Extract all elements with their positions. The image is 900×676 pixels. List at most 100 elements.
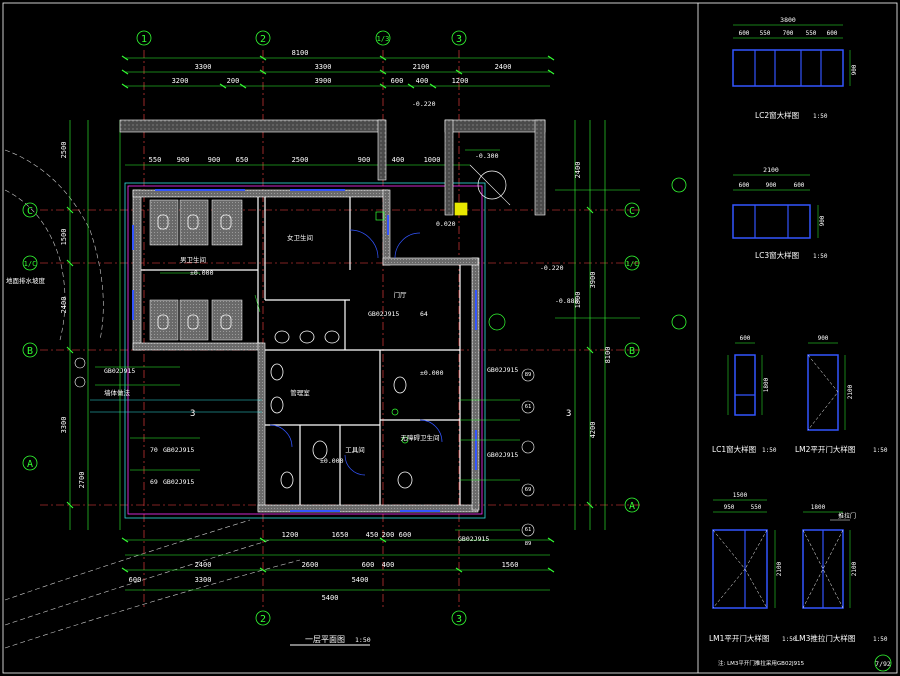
ref-bubble-3: 69 (525, 487, 532, 493)
axis-bubbles-top (22, 30, 892, 672)
dim-bot-r2-0: 2400 (195, 561, 212, 569)
lc1-scale: 1:50 (762, 447, 777, 454)
ref-plan-2: GB02J915 (104, 367, 135, 375)
axis-top-1-3: 1/3 (377, 35, 390, 43)
dim-right-2: 3900 (589, 272, 597, 289)
dim-top-r2-5: 1200 (452, 77, 469, 85)
lm2-title: LM2平开门大样图 (795, 444, 855, 454)
ref-right-3: GB02J915 (458, 535, 489, 543)
lm3-scale: 1:50 (873, 636, 888, 643)
ref-left-2: 69 (150, 478, 158, 486)
dim-top-r3-5: 900 (358, 156, 371, 164)
toilet-stalls (149, 199, 243, 341)
lc2-seg-1: 550 (760, 30, 771, 37)
ref-left-2b: GB02J915 (163, 478, 194, 486)
axis-right-b: B (629, 346, 635, 357)
dim-bot-r2-4: 1560 (502, 561, 519, 569)
building-outline-magenta (127, 185, 483, 515)
lm1-seg-1: 550 (751, 504, 762, 511)
ref-bubble-4: 89 (525, 541, 532, 547)
canopy-right (534, 119, 546, 216)
roof-drain-circle (477, 170, 507, 200)
ref-plan-1: GB02J915 (368, 310, 399, 318)
room-lobby: 门厅 (394, 290, 408, 299)
left-note-2: 墙体做法 (104, 388, 131, 397)
site-curves (4, 149, 301, 649)
slab-outline (124, 182, 486, 519)
level-note-1: ±0.000 (190, 269, 214, 277)
ref-bubble-5: 89 (525, 372, 532, 378)
dim-bot-r1-0: 1200 (282, 531, 299, 539)
dim-bot-r1-3: 200 (382, 531, 395, 539)
lm3-title: LM3推拉门大样图 (795, 633, 855, 643)
detail-lm2 (807, 342, 846, 431)
detail-lm3 (802, 511, 851, 609)
footer-note: 注: LM3平开门推拉采用GB02J915 (718, 659, 805, 667)
axis-top-2: 2 (260, 34, 266, 45)
lm2-scale: 1:50 (873, 447, 888, 454)
dim-top-r1-2: 2100 (413, 63, 430, 71)
lm2-height: 2100 (847, 384, 854, 399)
dim-top-r1-1: 3300 (315, 63, 332, 71)
dim-top-r2-4: 400 (416, 77, 429, 85)
detail-lc2 (732, 24, 851, 87)
axis-top-1: 1 (141, 34, 147, 45)
dimension-lines (69, 57, 606, 591)
level-note-6: -0.220 (540, 264, 564, 272)
dim-top-r1-3: 2400 (495, 63, 512, 71)
dim-right-3: 8100 (604, 347, 612, 364)
section-mark-1: 3 (190, 409, 195, 419)
ref-plan-1n: 64 (420, 310, 428, 318)
dim-bot-r1-4: 600 (399, 531, 412, 539)
ref-bubble-1: 61 (525, 404, 532, 410)
leader-lines (95, 149, 640, 531)
windows (132, 189, 477, 512)
lc2-seg-4: 600 (827, 30, 838, 37)
lc2-width: 3800 (780, 16, 796, 24)
detail-lm1 (712, 499, 776, 609)
lc1-title: LC1窗大样图 (712, 444, 756, 454)
dim-top-r3-3: 650 (236, 156, 249, 164)
plumbing-marks (375, 202, 506, 444)
dim-left-1: 1500 (60, 229, 68, 246)
room-mens: 男卫生间 (180, 255, 206, 264)
lm1-seg-0: 950 (724, 504, 735, 511)
dim-top-overall: 8100 (292, 49, 309, 57)
lc3-seg-2: 600 (794, 182, 805, 189)
lm1-title: LM1平开门大样图 (709, 633, 769, 643)
lm2-width: 900 (818, 335, 829, 342)
dim-bot-r3-1: 3300 (195, 576, 212, 584)
lm3-note: 推拉门 (838, 512, 856, 520)
axis-top-3: 3 (456, 34, 462, 45)
axis-left-c: C (27, 206, 33, 217)
dim-top-r2-1: 200 (227, 77, 240, 85)
axis-right-a: A (629, 501, 635, 512)
lc3-height: 900 (819, 215, 826, 226)
dim-left-2: 2400 (60, 297, 68, 314)
axis-right-1c: 1/C (626, 260, 639, 268)
dim-left-3: 3300 (60, 417, 68, 434)
lm1-scale: 1:50 (782, 636, 797, 643)
room-womens: 女卫生间 (287, 233, 313, 242)
dim-top-r3-4: 2500 (292, 156, 309, 164)
axis-right-c: C (629, 206, 635, 217)
level-note-8: ±0.000 (320, 457, 344, 465)
toilet-fixtures (157, 214, 413, 489)
plan-title: 一层平面图 (305, 635, 345, 644)
sheet-number: 7/92 (875, 660, 891, 668)
lc1-height: 1800 (763, 377, 770, 392)
dim-bot-r2-3: 400 (382, 561, 395, 569)
lc3-title: LC3窗大样图 (755, 250, 799, 260)
lc2-height: 900 (851, 64, 858, 75)
lc2-scale: 1:50 (813, 113, 828, 120)
dim-bot-r2-2: 600 (362, 561, 375, 569)
dim-bot-r1-2: 450 (366, 531, 379, 539)
level-note-7: ±0.000 (420, 369, 444, 377)
axis-bottom-2: 2 (260, 614, 266, 625)
door-swings (269, 229, 443, 476)
dim-bot-r3-2: 5400 (352, 576, 369, 584)
room-accessible: 无障碍卫生间 (401, 433, 440, 442)
lm3-height: 2100 (851, 561, 858, 576)
lm3-width: 1800 (811, 504, 826, 511)
